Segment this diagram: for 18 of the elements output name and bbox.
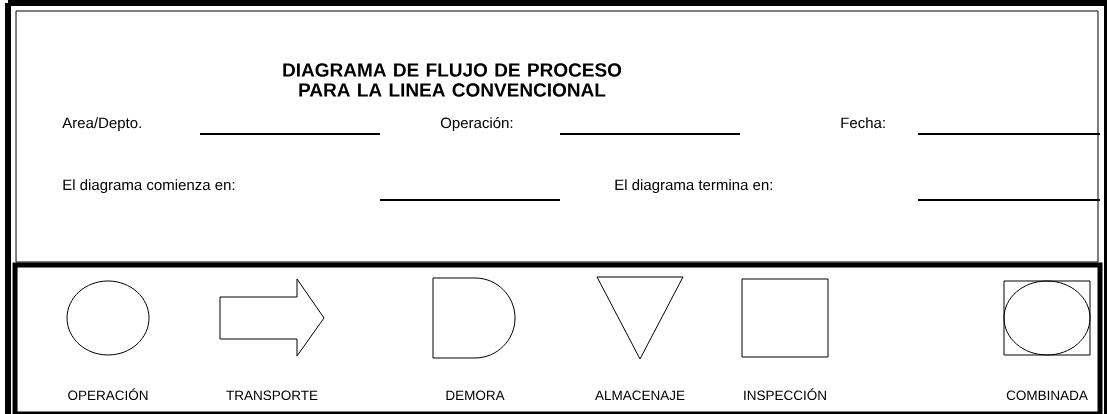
symbol-label: COMBINADA xyxy=(1006,390,1088,401)
storage-symbol xyxy=(596,276,684,360)
transport-symbol xyxy=(219,278,325,357)
inspection-symbol xyxy=(741,278,829,358)
symbol-label: OPERACIÓN xyxy=(68,388,148,401)
symbol-label: DEMORA xyxy=(446,390,505,401)
operation-symbol xyxy=(66,280,150,356)
delay-symbol xyxy=(432,277,516,359)
title: DIAGRAMA DE FLUJO DE PROCESO PARA LA LINEA CONVENCIONAL xyxy=(283,63,622,97)
symbol-label: TRANSPORTE xyxy=(226,390,318,401)
field-label: Operación: xyxy=(440,116,513,132)
symbol-label: ALMACENAJE xyxy=(595,390,685,401)
symbol-label: INSPECCIÓN xyxy=(744,388,826,401)
combined-symbol xyxy=(1003,280,1091,356)
field-label: Area/Depto. xyxy=(62,117,141,132)
field-label: El diagrama comienza en: xyxy=(63,179,235,194)
field-label: El diagrama termina en: xyxy=(615,179,773,194)
field-label: Fecha: xyxy=(841,117,885,129)
